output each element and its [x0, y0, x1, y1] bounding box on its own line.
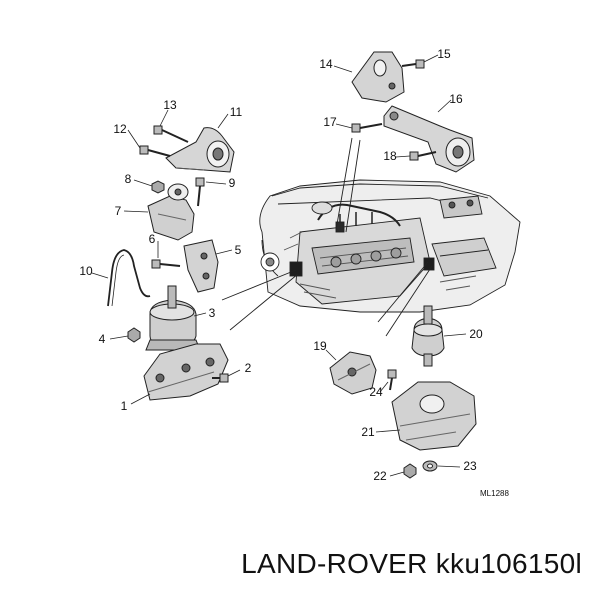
pointer-lines: [221, 137, 433, 337]
callout-22: 22: [373, 469, 387, 483]
part-1-bracket: [143, 343, 229, 401]
part-24-bolt: [387, 369, 397, 391]
callout-23: 23: [463, 459, 477, 473]
callout-6: 6: [149, 232, 156, 246]
callout-14: 14: [319, 57, 333, 71]
callout-labels: 1 2 3 4 5 6 7 8 9 10 11 12 13 14 15 16 1…: [79, 47, 483, 483]
callout-8: 8: [125, 172, 132, 186]
callout-4: 4: [99, 332, 106, 346]
callout-3: 3: [209, 306, 216, 320]
callout-21: 21: [361, 425, 375, 439]
callout-1: 1: [121, 399, 128, 413]
part-4-nut: [127, 327, 141, 343]
part-17-bolt: [351, 123, 383, 133]
part-caption: LAND-ROVER kku106150l: [241, 548, 582, 579]
engine-bay-illustration: [259, 179, 521, 313]
diagram-reference-code: ML1288: [480, 489, 509, 498]
part-11-mount: [165, 127, 235, 173]
callout-18: 18: [383, 149, 397, 163]
callout-20: 20: [469, 327, 483, 341]
part-19-bracket: [329, 351, 377, 395]
callout-13: 13: [163, 98, 177, 112]
part-3-mount: [145, 285, 201, 351]
callout-2: 2: [245, 361, 252, 375]
callout-leaders: [91, 54, 467, 477]
part-13-bolt: [153, 125, 189, 143]
callout-10: 10: [79, 264, 93, 278]
callout-11: 11: [230, 105, 243, 119]
callout-5: 5: [235, 243, 242, 257]
part-12-bolt: [139, 145, 171, 157]
part-14-bracket: [351, 51, 405, 103]
callout-15: 15: [437, 47, 451, 61]
part-5-bracket: [183, 239, 219, 293]
callout-16: 16: [449, 92, 463, 106]
part-2-bolt: [212, 373, 229, 383]
part-20-mount: [411, 305, 445, 367]
part-16-tie-rod: [383, 105, 475, 173]
part-23-washer: [422, 460, 438, 472]
part-8-nut: [151, 180, 165, 194]
part-21-bracket: [391, 381, 477, 451]
callout-17: 17: [323, 115, 337, 129]
callout-19: 19: [313, 339, 327, 353]
part-10-pipe: [107, 249, 151, 307]
part-22-nut: [403, 463, 417, 479]
part-9-bolt: [195, 177, 205, 207]
part-18-bolt: [409, 151, 437, 161]
part-7-bracket: [147, 183, 195, 241]
callout-9: 9: [229, 176, 236, 190]
callout-24: 24: [369, 385, 383, 399]
callout-12: 12: [113, 122, 127, 136]
part-15-bolt: [401, 59, 425, 69]
callout-7: 7: [115, 204, 122, 218]
part-6-bolt: [151, 259, 181, 269]
